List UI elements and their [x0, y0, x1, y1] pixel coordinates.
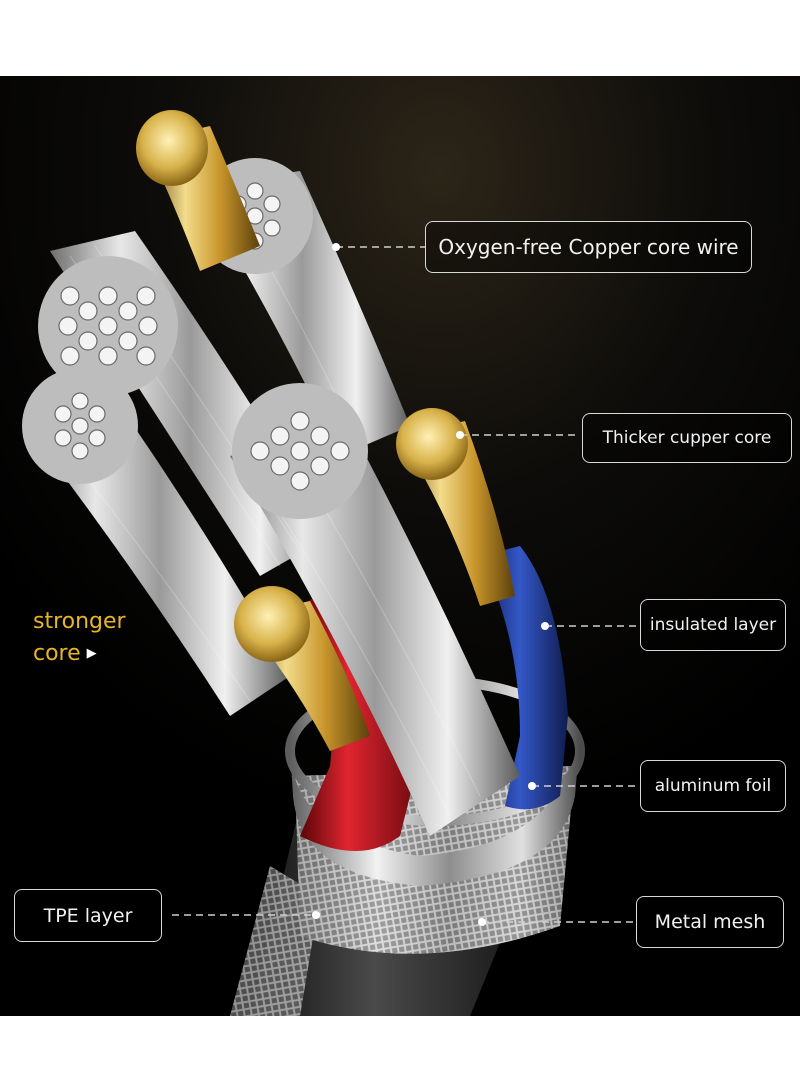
- leader-lines: [172, 246, 636, 923]
- label-thicker-cupper-core: Thicker cupper core: [582, 413, 792, 463]
- stronger-core-label: stronger core ▶: [33, 606, 126, 670]
- triangle-right-icon: ▶: [86, 646, 97, 661]
- label-aluminum-foil: aluminum foil: [640, 760, 786, 812]
- stronger-core-line1: stronger: [33, 609, 126, 634]
- label-tpe-layer: TPE layer: [14, 889, 162, 942]
- stronger-core-line2: core: [33, 641, 81, 666]
- cable-illustration: [0, 76, 800, 1016]
- leader-dots: [312, 243, 549, 926]
- label-insulated-layer: insulated layer: [640, 599, 786, 651]
- label-metal-mesh: Metal mesh: [636, 896, 784, 948]
- gold-copper-cores: [136, 110, 515, 751]
- cable-diagram-panel: Oxygen-free Copper core wire Thicker cup…: [0, 76, 800, 1016]
- label-oxygen-free-copper: Oxygen-free Copper core wire: [425, 221, 752, 273]
- blue-insulated-wire: [480, 546, 568, 810]
